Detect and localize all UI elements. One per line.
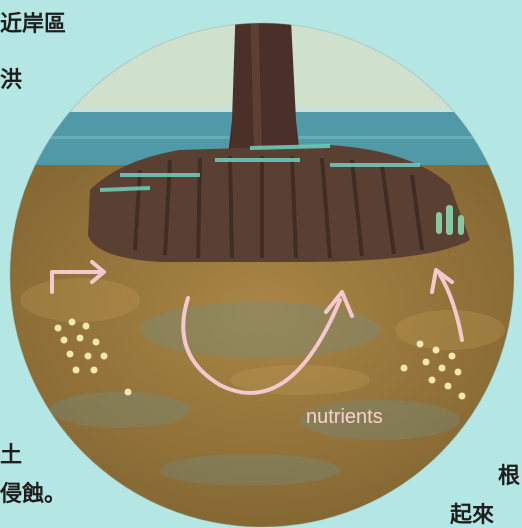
nutrients-label: nutrients xyxy=(306,406,383,428)
root-mass xyxy=(88,145,470,262)
